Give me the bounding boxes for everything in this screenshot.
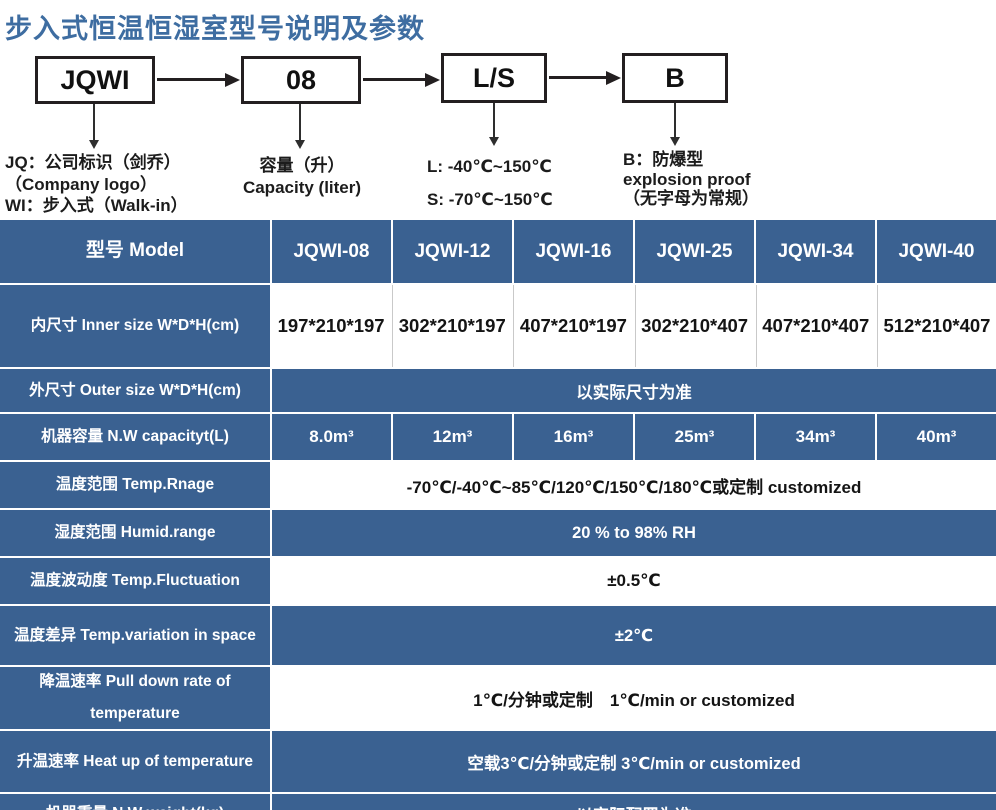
span-value-cell: ±0.5℃	[272, 558, 996, 604]
span-value-cell: 空载3℃/分钟或定制 3℃/min or customized	[272, 731, 996, 792]
note-line: L: -40℃~150℃	[427, 157, 552, 176]
arrow-down-icon	[489, 103, 499, 146]
span-value-cell: -70℃/-40℃~85℃/120℃/150℃/180℃或定制 customiz…	[272, 462, 996, 508]
row-label: 温度波动度 Temp.Fluctuation	[0, 558, 270, 604]
value-cell: 40m³	[877, 414, 996, 460]
spec-row: 温度范围 Temp.Rnage-70℃/-40℃~85℃/120℃/150℃/1…	[0, 462, 996, 508]
value-cell: 302*210*407	[634, 285, 754, 367]
value-cell: 407*210*407	[755, 285, 875, 367]
note-capacity: 容量（升） Capacity (liter)	[222, 155, 382, 199]
value-cell: 407*210*197	[513, 285, 633, 367]
note-line: （无字母为常规）	[623, 189, 759, 208]
value-cell: 34m³	[756, 414, 875, 460]
code-box-jqwi: JQWI	[35, 56, 155, 104]
row-label: 温度差异 Temp.variation in space	[0, 606, 270, 665]
value-cell: JQWI-16	[514, 220, 633, 283]
value-cell: JQWI-40	[877, 220, 996, 283]
row-label: 升温速率 Heat up of temperature	[0, 731, 270, 792]
row-label: 内尺寸 Inner size W*D*H(cm)	[0, 285, 270, 367]
note-line: B：防爆型	[623, 150, 704, 169]
row-label: 外尺寸 Outer size W*D*H(cm)	[0, 369, 270, 412]
arrow-right-icon	[157, 72, 240, 87]
note-line: WI：步入式（Walk-in）	[5, 196, 188, 215]
value-cell: 512*210*407	[876, 285, 996, 367]
arrow-down-icon	[89, 104, 99, 149]
page-title: 步入式恒温恒湿室型号说明及参数	[5, 14, 425, 44]
value-cell: 197*210*197	[272, 285, 391, 367]
span-value-cell: ±2℃	[272, 606, 996, 665]
spec-row: 外尺寸 Outer size W*D*H(cm)以实际尺寸为准	[0, 369, 996, 412]
code-box-capacity: 08	[241, 56, 361, 104]
span-value-cell: 以实际配置为准	[272, 794, 996, 810]
row-label: 型号 Model	[0, 220, 270, 283]
note-explosion-proof: B：防爆型 explosion proof （无字母为常规）	[623, 150, 759, 209]
row-label: 温度范围 Temp.Rnage	[0, 462, 270, 508]
code-box-explosion: B	[622, 53, 728, 103]
code-box-temp-range: L/S	[441, 53, 547, 103]
arrow-right-icon	[549, 70, 621, 85]
arrow-right-icon	[363, 72, 440, 87]
note-line: JQ：公司标识（剑乔）	[5, 153, 181, 172]
row-label: 降温速率 Pull down rate of temperature	[0, 667, 270, 729]
value-cell: JQWI-08	[272, 220, 391, 283]
note-line: 容量（升）	[259, 156, 345, 175]
value-cell: 12m³	[393, 414, 512, 460]
row-label: 机器重量 N.W weight(kg)	[0, 794, 270, 810]
value-cell: JQWI-34	[756, 220, 875, 283]
value-cell: 8.0m³	[272, 414, 391, 460]
spec-row: 机器重量 N.W weight(kg)以实际配置为准	[0, 794, 996, 810]
span-value-cell: 以实际尺寸为准	[272, 369, 996, 412]
arrow-down-icon	[670, 103, 680, 146]
span-value-cell: 20 % to 98% RH	[272, 510, 996, 556]
row-label: 湿度范围 Humid.range	[0, 510, 270, 556]
spec-row: 温度差异 Temp.variation in space±2℃	[0, 606, 996, 665]
row-label: 机器容量 N.W capacityt(L)	[0, 414, 270, 460]
value-cell: 16m³	[514, 414, 633, 460]
arrow-down-icon	[295, 104, 305, 149]
value-cell: 25m³	[635, 414, 754, 460]
note-company-logo: JQ：公司标识（剑乔） （Company logo） WI：步入式（Walk-i…	[5, 152, 188, 217]
value-cell: JQWI-12	[393, 220, 512, 283]
note-temp-range: L: -40℃~150℃ S: -70℃~150℃	[427, 150, 553, 216]
span-value-cell: 1℃/分钟或定制 1℃/min or customized	[272, 667, 996, 729]
spec-row: 温度波动度 Temp.Fluctuation±0.5℃	[0, 558, 996, 604]
note-line: （Company logo）	[5, 174, 158, 194]
note-line: explosion proof	[623, 169, 751, 189]
value-cell: 302*210*197	[392, 285, 512, 367]
note-line: Capacity (liter)	[242, 178, 362, 197]
note-line: S: -70℃~150℃	[427, 190, 553, 209]
value-cell: JQWI-25	[635, 220, 754, 283]
